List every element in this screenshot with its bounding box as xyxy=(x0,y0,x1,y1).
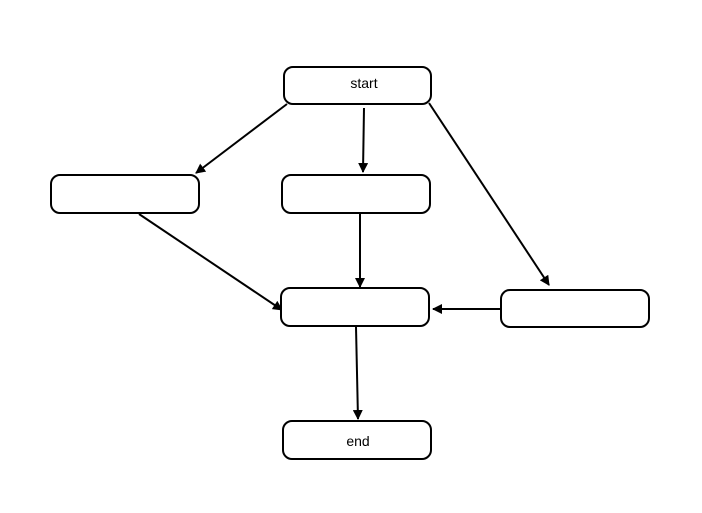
node-start-label: start xyxy=(350,75,377,91)
node-start: start xyxy=(283,66,432,105)
node-right xyxy=(500,289,650,328)
node-left xyxy=(50,174,200,214)
edge-start-to-right xyxy=(428,102,550,286)
edge-start-to-left xyxy=(195,103,288,174)
node-middle-box xyxy=(281,174,431,214)
node-end-box xyxy=(282,420,432,460)
node-right-box xyxy=(500,289,650,328)
node-left-box xyxy=(50,174,200,214)
node-merge xyxy=(280,287,430,327)
edge-start-to-middle xyxy=(358,107,369,173)
edge-left-to-merge xyxy=(138,213,283,311)
node-start-box xyxy=(283,66,432,105)
edges xyxy=(138,102,550,420)
node-end-label: end xyxy=(346,433,369,449)
node-end: end xyxy=(282,420,432,460)
edge-merge-to-end xyxy=(352,326,363,420)
node-middle xyxy=(281,174,431,214)
node-merge-box xyxy=(280,287,430,327)
